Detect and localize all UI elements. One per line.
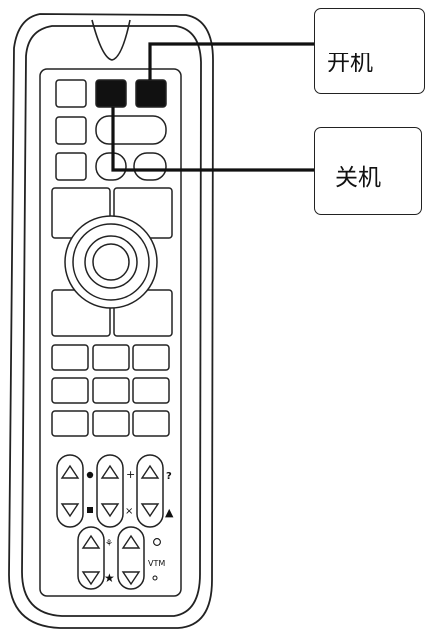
tiny-dot-icon <box>152 575 158 581</box>
grid-button-5[interactable] <box>92 377 130 404</box>
stop-square-icon <box>87 507 93 513</box>
button-row3-left[interactable] <box>55 152 87 181</box>
power-on-callout: 开机 <box>314 8 425 94</box>
rocker-pill-2[interactable] <box>96 454 124 528</box>
power-off-label: 关机 <box>335 165 381 191</box>
rocker-pill-3[interactable] <box>136 454 164 528</box>
grid-button-7[interactable] <box>51 410 89 437</box>
button-top-left[interactable] <box>55 79 87 108</box>
grid-button-2[interactable] <box>92 344 130 371</box>
rocker-1-up-icon <box>60 464 80 479</box>
star-symbol: ★ <box>104 571 115 585</box>
rocker-2-up-icon <box>100 464 120 479</box>
grid-button-3[interactable] <box>132 344 170 371</box>
power-on-button[interactable] <box>95 79 127 108</box>
button-row2-wide[interactable] <box>95 115 167 145</box>
power-off-connector-line <box>111 107 315 172</box>
button-row2-left[interactable] <box>55 116 87 145</box>
grid-button-9[interactable] <box>132 410 170 437</box>
rocker-1-down-icon <box>60 503 80 518</box>
rocker-5-down-icon <box>121 571 141 586</box>
power-off-button[interactable] <box>135 79 167 108</box>
grid-button-1[interactable] <box>51 344 89 371</box>
cross-symbol: × <box>125 506 133 517</box>
dpad-center-button[interactable] <box>92 243 130 281</box>
small-circle-icon <box>153 538 161 546</box>
record-dot-icon <box>86 471 94 479</box>
flower-symbol: ⚘ <box>105 539 113 549</box>
rocker-3-down-icon <box>140 503 160 518</box>
question-symbol: ? <box>166 471 172 482</box>
remote-body-outline <box>8 13 214 629</box>
rocker-4-down-icon <box>81 571 101 586</box>
rocker-pill-1[interactable] <box>56 454 84 528</box>
rocker-3-up-icon <box>140 464 160 479</box>
rocker-4-up-icon <box>81 534 101 549</box>
button-panel <box>39 68 182 597</box>
power-on-connector-line <box>148 42 315 80</box>
power-on-label: 开机 <box>327 53 373 72</box>
grid-button-4[interactable] <box>51 377 89 404</box>
grid-button-6[interactable] <box>132 377 170 404</box>
button-row3-mid[interactable] <box>95 152 127 181</box>
up-triangle-symbol: ▲ <box>165 506 174 519</box>
rocker-5-up-icon <box>121 534 141 549</box>
button-row3-right[interactable] <box>133 152 167 181</box>
rocker-2-down-icon <box>100 503 120 518</box>
vtm-label: VTM <box>148 559 165 568</box>
plus-symbol: + <box>126 468 135 481</box>
grid-button-8[interactable] <box>92 410 130 437</box>
power-off-callout: 关机 <box>314 127 422 215</box>
remote-top-notch <box>91 19 131 61</box>
